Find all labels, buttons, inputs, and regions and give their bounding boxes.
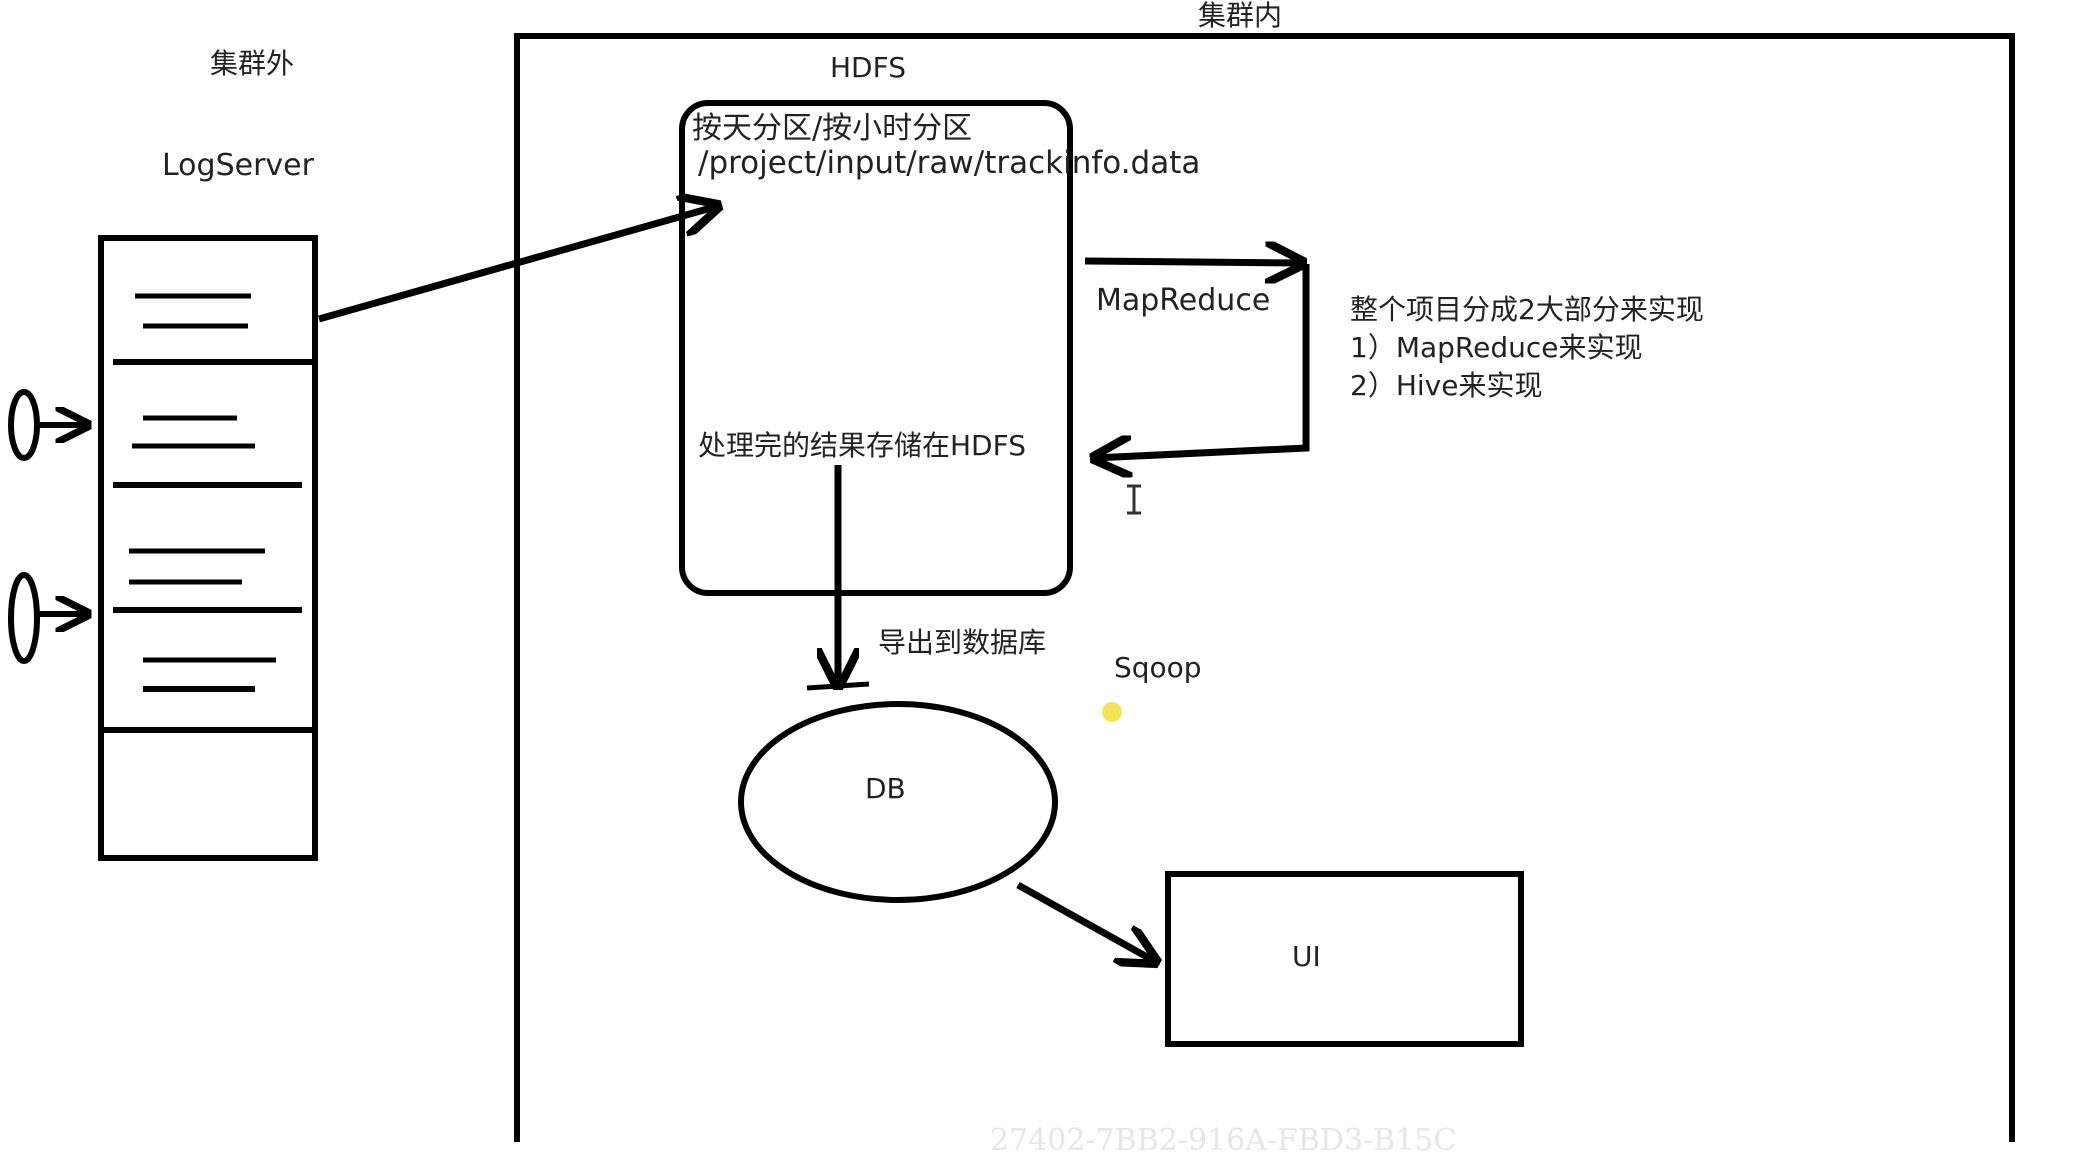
db-ellipse [738,701,1058,903]
partition-label: 按天分区/按小时分区 [692,111,973,146]
text-cursor-icon [1127,484,1141,515]
logserver-label: LogServer [162,148,314,183]
db-label: DB [865,772,906,805]
notes-item-1: 1）MapReduce来实现 [1350,331,1643,364]
notes-title: 整个项目分成2大部分来实现 [1350,293,1704,326]
log-source-2 [8,572,88,664]
watermark-text: 27402-7BB2-916A-FBD3-B15C [990,1123,1457,1158]
mapreduce-label: MapReduce [1096,283,1271,318]
arrow-mapreduce-to-hdfs [1094,264,1310,458]
inside-cluster-label: 集群内 [1198,0,1283,32]
hdfs-path-label: /project/input/raw/trackinfo.data [698,145,1201,181]
arrow-db-to-ui [1016,881,1156,962]
outside-cluster-label: 集群外 [210,47,295,80]
hdfs-box [679,100,1073,596]
logserver-box [98,235,318,861]
sqoop-label: Sqoop [1114,651,1202,684]
ui-box [1165,871,1524,1047]
ui-label: UI [1292,940,1321,973]
export-label: 导出到数据库 [878,626,1047,659]
notes-item-2: 2）Hive来实现 [1350,369,1543,402]
cluster-boundary [514,33,2015,1142]
log-source-1 [8,389,88,461]
hdfs-title: HDFS [830,51,907,84]
laser-pointer-icon [1102,702,1122,722]
arrow-logserver-to-hdfs [318,206,718,323]
result-label: 处理完的结果存储在HDFS [698,429,1027,462]
arrow-hdfs-to-mapreduce [1084,261,1303,263]
